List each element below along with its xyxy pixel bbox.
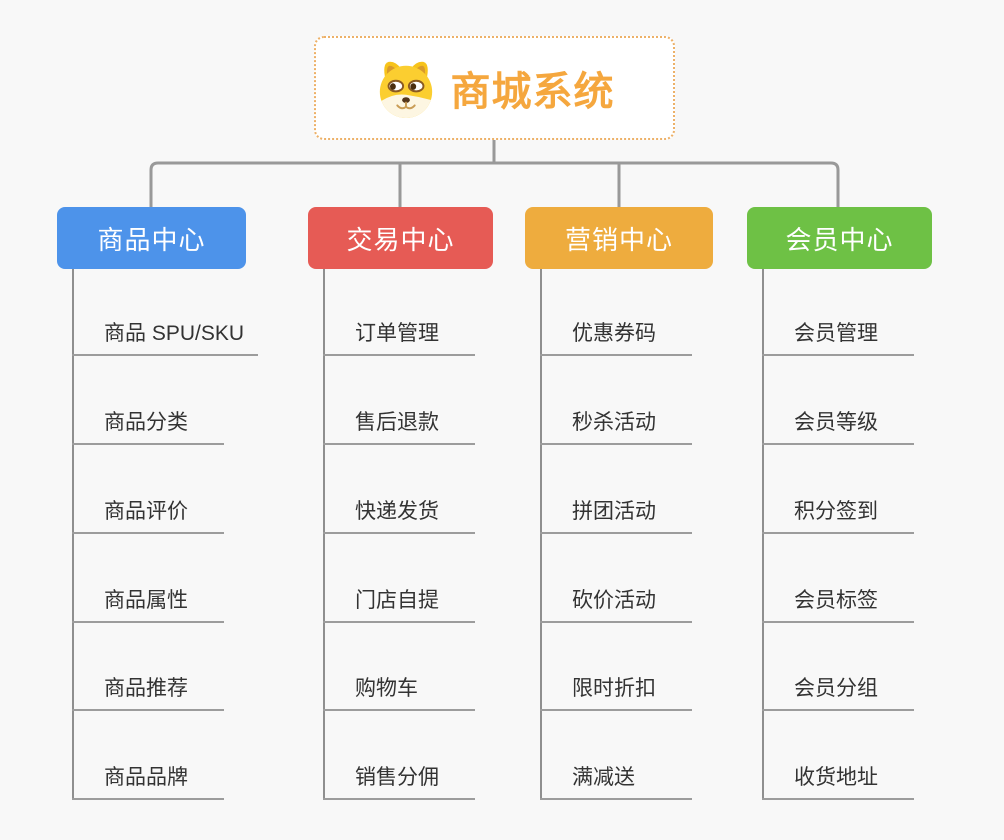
branch-node[interactable]: 交易中心 — [308, 207, 493, 269]
root-title: 商城系统 — [450, 70, 615, 114]
leaf-node[interactable]: 销售分佣 — [323, 766, 475, 800]
leaf-node[interactable]: 商品评价 — [72, 500, 224, 534]
branch-trunk-line — [72, 269, 74, 800]
leaf-node[interactable]: 积分签到 — [762, 500, 914, 534]
doge-icon — [375, 57, 437, 119]
branch-node[interactable]: 商品中心 — [57, 207, 246, 269]
branch-trunk-line — [540, 269, 542, 800]
leaf-node[interactable]: 砍价活动 — [540, 589, 692, 623]
leaf-node[interactable]: 商品推荐 — [72, 677, 224, 711]
branch: 会员中心 会员管理会员等级积分签到会员标签会员分组收货地址 — [747, 207, 932, 800]
leaf-node[interactable]: 会员标签 — [762, 589, 914, 623]
leaf-node[interactable]: 商品属性 — [72, 589, 224, 623]
root-node[interactable]: 商城系统 — [314, 36, 675, 140]
leaf-node[interactable]: 商品 SPU/SKU — [72, 322, 259, 356]
leaf-node[interactable]: 订单管理 — [323, 322, 475, 356]
leaf-node[interactable]: 商品分类 — [72, 411, 224, 445]
leaf-node[interactable]: 满减送 — [540, 766, 692, 800]
leaf-node[interactable]: 优惠券码 — [540, 322, 692, 356]
branch-trunk-line — [323, 269, 325, 800]
branch: 商品中心 商品 SPU/SKU 商品分类商品评价商品属性商品推荐商品品牌 — [57, 207, 259, 800]
leaf-node[interactable]: 拼团活动 — [540, 500, 692, 534]
branch-node[interactable]: 会员中心 — [747, 207, 932, 269]
branch: 营销中心 优惠券码秒杀活动拼团活动砍价活动限时折扣满减送 — [525, 207, 713, 800]
branch: 交易中心 订单管理售后退款快递发货门店自提购物车销售分佣 — [308, 207, 493, 800]
leaf-node[interactable]: 购物车 — [323, 677, 475, 711]
leaf-node[interactable]: 会员等级 — [762, 411, 914, 445]
leaf-node[interactable]: 会员分组 — [762, 677, 914, 711]
leaf-node[interactable]: 商品品牌 — [72, 766, 224, 800]
leaf-node[interactable]: 会员管理 — [762, 322, 914, 356]
leaf-node[interactable]: 收货地址 — [762, 766, 914, 800]
leaf-node[interactable]: 快递发货 — [323, 500, 475, 534]
leaf-node[interactable]: 限时折扣 — [540, 677, 692, 711]
leaf-node[interactable]: 售后退款 — [323, 411, 475, 445]
branch-node[interactable]: 营销中心 — [525, 207, 713, 269]
leaf-node[interactable]: 秒杀活动 — [540, 411, 692, 445]
leaf-node[interactable]: 门店自提 — [323, 589, 475, 623]
branch-trunk-line — [762, 269, 764, 800]
